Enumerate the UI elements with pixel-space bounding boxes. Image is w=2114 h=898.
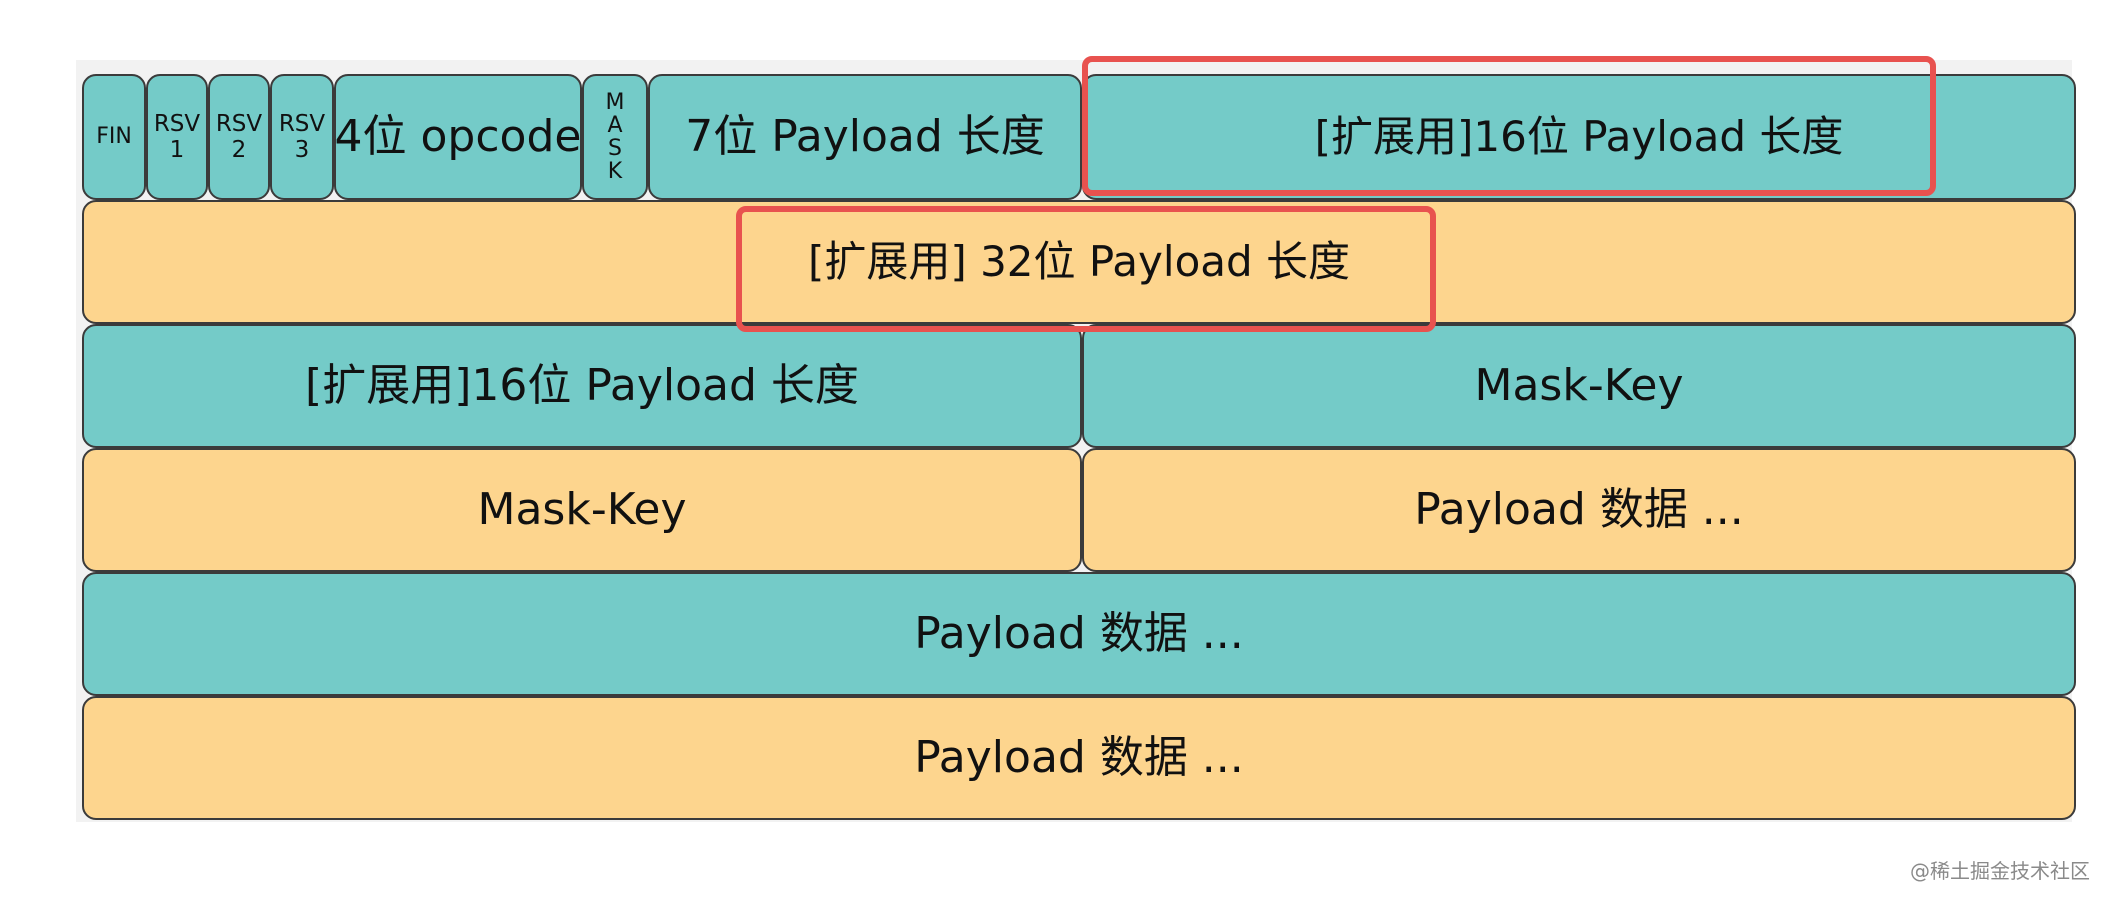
payload-data-row6: Payload 数据 ... <box>82 696 2076 820</box>
mask-key-field: Mask-Key <box>1082 324 2076 448</box>
mask-key-field-row4: Mask-Key <box>82 448 1082 572</box>
opcode-field: 4位 opcode <box>334 74 582 200</box>
ext-payload-len-32bit: [扩展用] 32位 Payload 长度 <box>82 200 2076 324</box>
payload-data-row5: Payload 数据 ... <box>82 572 2076 696</box>
mask-bit: M A S K <box>582 74 648 200</box>
rsv2-bit: RSV 2 <box>208 74 270 200</box>
rsv3-bit: RSV 3 <box>270 74 334 200</box>
ext-payload-len-16bit: [扩展用]16位 Payload 长度 <box>1082 74 2076 200</box>
rsv1-bit: RSV 1 <box>146 74 208 200</box>
watermark: @稀土掘金技术社区 <box>1910 859 2090 883</box>
payload-len-7bit: 7位 Payload 长度 <box>648 74 1082 200</box>
fin-bit: FIN <box>82 74 146 200</box>
ext-payload-len-16bit-row3: [扩展用]16位 Payload 长度 <box>82 324 1082 448</box>
payload-data-row4: Payload 数据 ... <box>1082 448 2076 572</box>
